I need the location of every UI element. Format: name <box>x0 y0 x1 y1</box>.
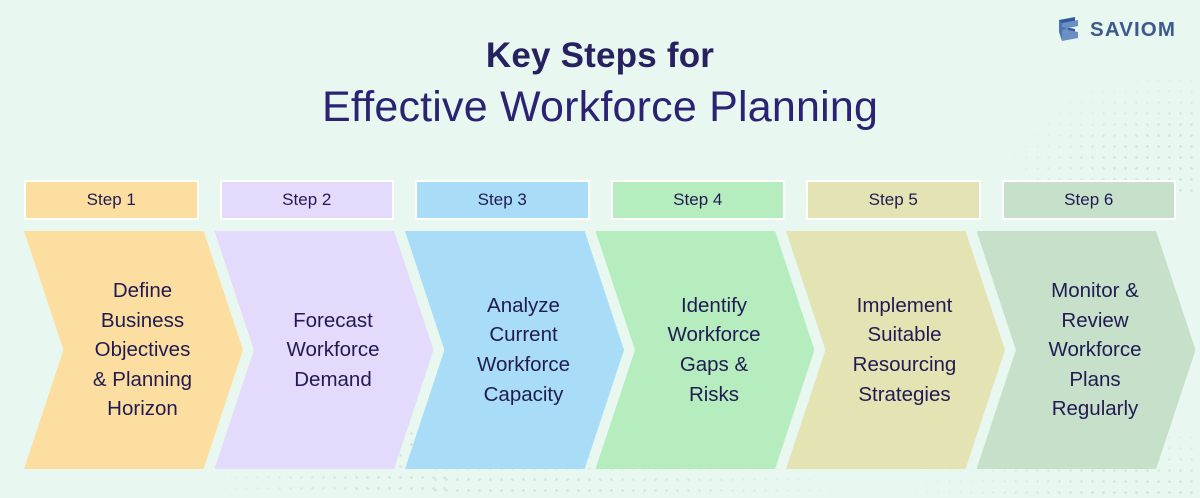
step-chevron-2: Forecast Workforce Demand <box>214 231 434 469</box>
step-chevron-text-2: Forecast Workforce Demand <box>286 308 380 391</box>
title-line-2: Effective Workforce Planning <box>321 83 879 132</box>
saviom-logo: SAVIOM <box>1056 16 1176 43</box>
step-chevron-text-5: Implement Suitable Resourcing Strategies <box>852 293 957 406</box>
step-label-5: Step 5 <box>806 180 981 220</box>
step-chevron-6: Monitor & Review Workforce Plans Regular… <box>976 231 1196 469</box>
step-chevron-text-3: Analyze Current Workforce Capacity <box>476 293 571 406</box>
step-label-6: Step 6 <box>1001 180 1176 220</box>
step-chevron-text-4: Identify Workforce Gaps & Risks <box>667 293 761 406</box>
step-label-1: Step 1 <box>24 180 199 220</box>
step-label-2: Step 2 <box>219 180 394 220</box>
title-line-1: Key Steps for <box>485 36 715 75</box>
step-chevron-5: Implement Suitable Resourcing Strategies <box>786 231 1005 469</box>
step-chevron-4: Identify Workforce Gaps & Risks <box>595 231 815 469</box>
step-label-row: Step 1 Step 2 Step 3 Step 4 Step 5 Step … <box>24 180 1176 220</box>
saviom-s-cube-logo-icon <box>1059 17 1079 41</box>
step-label-4: Step 4 <box>610 180 785 220</box>
brand-name: SAVIOM <box>1090 17 1176 41</box>
step-chevron-text-1: Define Business Objectives & Planning Ho… <box>92 279 193 421</box>
process-chevron-row: Define Business Objectives & Planning Ho… <box>24 231 1196 469</box>
step-chevron-1: Define Business Objectives & Planning Ho… <box>24 231 243 469</box>
step-chevron-3: Analyze Current Workforce Capacity <box>405 231 624 469</box>
step-chevron-text-6: Monitor & Review Workforce Plans Regular… <box>1048 279 1142 421</box>
step-label-3: Step 3 <box>415 180 590 220</box>
page-title: Key Steps for Effective Workforce Planni… <box>0 36 1200 136</box>
